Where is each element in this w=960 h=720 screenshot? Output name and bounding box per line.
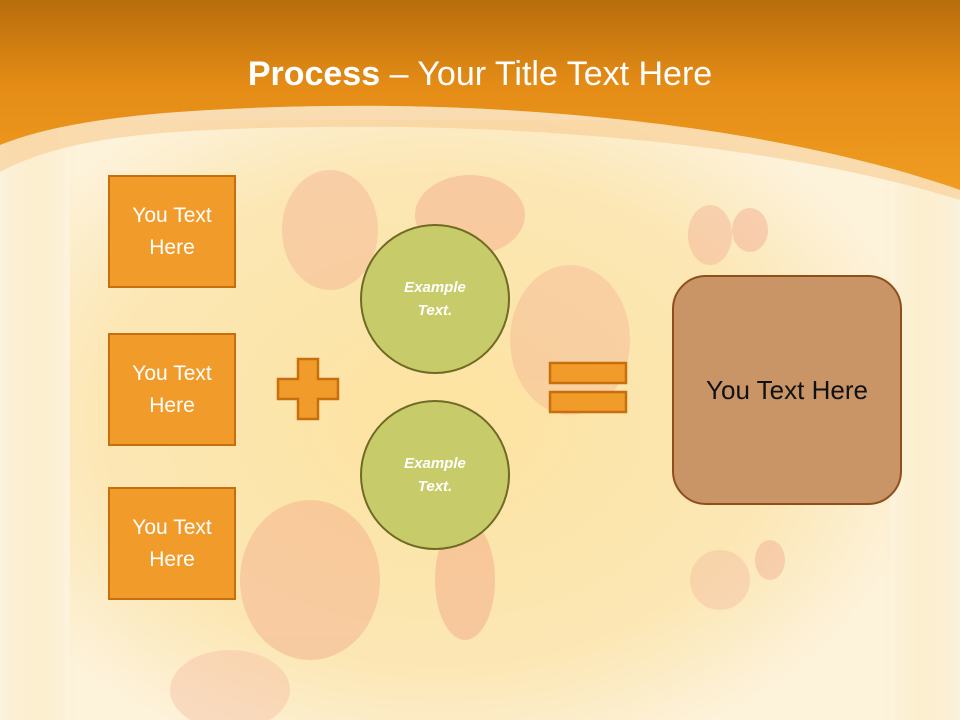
- plus-icon: [276, 357, 340, 421]
- title-dash: –: [389, 55, 409, 93]
- slide-title: Process – Your Title Text Here: [0, 52, 960, 96]
- circle-1: Example Text.: [360, 224, 510, 374]
- title-rest: Your Title Text Here: [417, 55, 713, 93]
- left-box-2-label: You Text Here: [132, 361, 212, 417]
- circle-2-label: Example Text.: [404, 455, 466, 495]
- title-bold: Process: [247, 55, 381, 93]
- left-box-2: You Text Here: [108, 333, 236, 446]
- result-box-label: You Text Here: [706, 374, 868, 405]
- circle-1-label: Example Text.: [404, 279, 466, 319]
- equals-icon: [548, 361, 628, 414]
- left-box-3: You Text Here: [108, 487, 236, 600]
- left-box-3-label: You Text Here: [132, 515, 212, 571]
- result-box: You Text Here: [672, 275, 902, 505]
- circle-2: Example Text.: [360, 400, 510, 550]
- left-box-1-label: You Text Here: [132, 203, 212, 259]
- left-box-1: You Text Here: [108, 175, 236, 288]
